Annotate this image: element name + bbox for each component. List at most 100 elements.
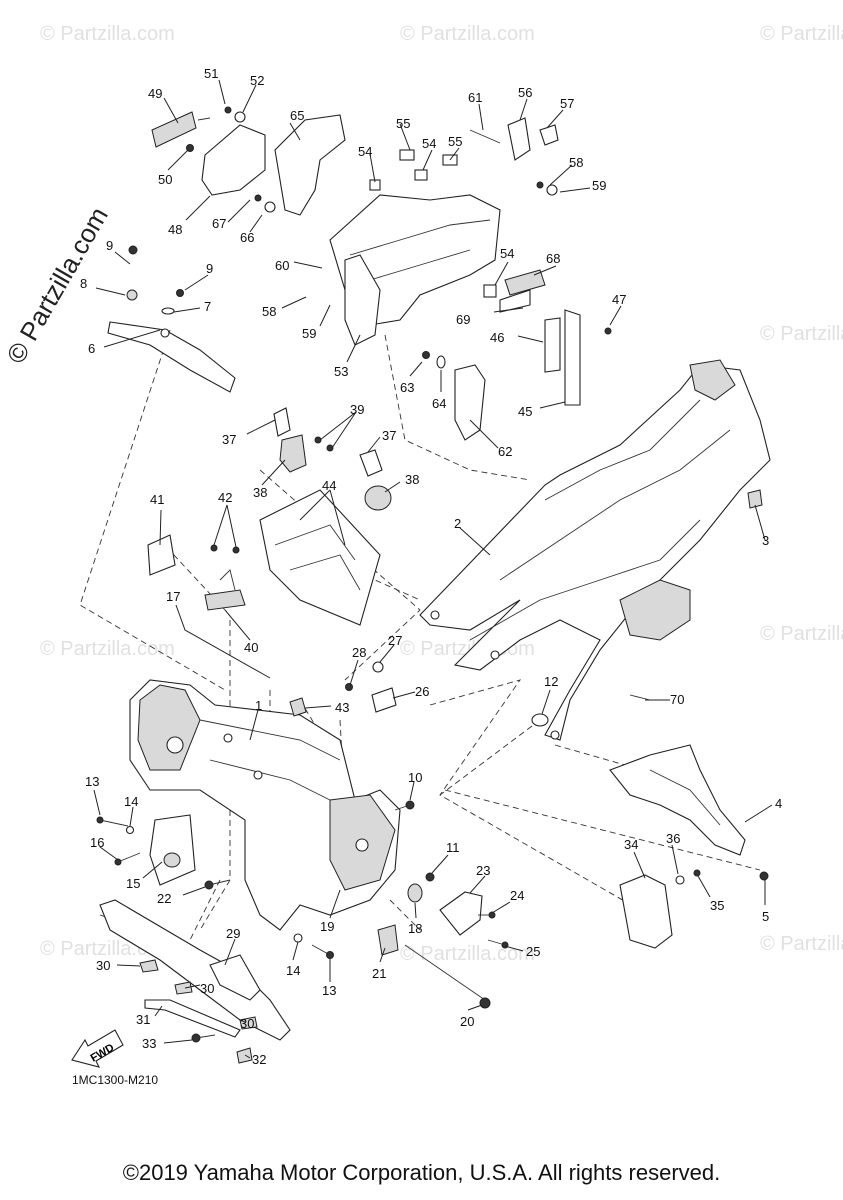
main-frame	[129, 679, 401, 931]
callout-47: 47	[612, 292, 626, 307]
callout-58: 58	[262, 304, 276, 319]
callout-13: 13	[322, 983, 336, 998]
callout-26: 26	[415, 684, 429, 699]
callout-64: 64	[432, 396, 446, 411]
callout-55: 55	[448, 134, 462, 149]
watermark: © Partzilla.com	[760, 23, 843, 45]
callout-42: 42	[218, 490, 232, 505]
callout-35: 35	[710, 898, 724, 913]
callout-15: 15	[126, 876, 140, 891]
callout-2: 2	[454, 516, 461, 531]
callout-59: 59	[592, 178, 606, 193]
callout-51: 51	[204, 66, 218, 81]
callout-27: 27	[388, 633, 402, 648]
callout-61: 61	[468, 90, 482, 105]
callout-33: 33	[142, 1036, 156, 1051]
callout-41: 41	[150, 492, 164, 507]
callout-8: 8	[80, 276, 87, 291]
mid-parts	[147, 407, 392, 626]
callout-13: 13	[85, 774, 99, 789]
callout-14: 14	[124, 794, 138, 809]
callout-30: 30	[96, 958, 110, 973]
callout-24: 24	[510, 888, 524, 903]
callout-38: 38	[253, 485, 267, 500]
callout-21: 21	[372, 966, 386, 981]
watermark: © Partzilla.com	[760, 933, 843, 955]
lower-fasteners	[96, 117, 509, 1009]
callout-58: 58	[569, 155, 583, 170]
watermark: © Partzilla.com	[40, 638, 175, 660]
callout-49: 49	[148, 86, 162, 101]
callout-43: 43	[335, 700, 349, 715]
callout-36: 36	[666, 831, 680, 846]
callout-67: 67	[212, 216, 226, 231]
left-arm-parts	[107, 245, 236, 393]
callout-32: 32	[252, 1052, 266, 1067]
watermark: © Partzilla.com	[40, 23, 175, 45]
callout-44: 44	[322, 478, 336, 493]
callout-54: 54	[500, 246, 514, 261]
diagram-code: 1MC1300-M210	[72, 1073, 159, 1087]
callout-39: 39	[350, 402, 364, 417]
right-upper-brackets	[422, 117, 612, 441]
callout-30: 30	[240, 1016, 254, 1031]
callout-57: 57	[560, 96, 574, 111]
callout-labels: 49 51 52 50 48 65 67 66 60 58 59 53 55 5…	[80, 66, 782, 1067]
callout-45: 45	[518, 404, 532, 419]
callout-48: 48	[168, 222, 182, 237]
callout-46: 46	[490, 330, 504, 345]
callout-9: 9	[206, 261, 213, 276]
callout-14: 14	[286, 963, 300, 978]
callout-59: 59	[302, 326, 316, 341]
callout-18: 18	[408, 921, 422, 936]
leader-lines	[93, 79, 773, 1059]
callout-50: 50	[158, 172, 172, 187]
callout-63: 63	[400, 380, 414, 395]
bottom-guard	[99, 899, 291, 1064]
callout-53: 53	[334, 364, 348, 379]
rear-frame	[419, 359, 771, 741]
callout-56: 56	[518, 85, 532, 100]
callout-40: 40	[244, 640, 258, 655]
callout-38: 38	[405, 472, 419, 487]
watermark: © Partzilla.com	[760, 323, 843, 345]
callout-10: 10	[408, 770, 422, 785]
callout-62: 62	[498, 444, 512, 459]
callout-12: 12	[544, 674, 558, 689]
callout-1: 1	[255, 698, 262, 713]
callout-55: 55	[396, 116, 410, 131]
callout-23: 23	[476, 863, 490, 878]
callout-54: 54	[358, 144, 372, 159]
callout-29: 29	[226, 926, 240, 941]
callout-37: 37	[222, 432, 236, 447]
callout-52: 52	[250, 73, 264, 88]
callout-60: 60	[275, 258, 289, 273]
callout-31: 31	[136, 1012, 150, 1027]
callout-4: 4	[775, 796, 782, 811]
watermark: © Partzilla.com	[400, 23, 535, 45]
callout-20: 20	[460, 1014, 474, 1029]
callout-17: 17	[166, 589, 180, 604]
copyright-notice: ©2019 Yamaha Motor Corporation, U.S.A. A…	[122, 1160, 721, 1185]
callout-30: 30	[200, 981, 214, 996]
callout-6: 6	[88, 341, 95, 356]
callout-28: 28	[352, 645, 366, 660]
right-lower-bracket	[609, 744, 769, 949]
small-brackets	[289, 489, 763, 727]
callout-5: 5	[762, 909, 769, 924]
callout-37: 37	[382, 428, 396, 443]
callout-69: 69	[456, 312, 470, 327]
callout-9: 9	[106, 238, 113, 253]
callout-16: 16	[90, 835, 104, 850]
callout-34: 34	[624, 837, 638, 852]
callout-22: 22	[157, 891, 171, 906]
callout-3: 3	[762, 533, 769, 548]
callout-25: 25	[526, 944, 540, 959]
callout-66: 66	[240, 230, 254, 245]
callout-70: 70	[670, 692, 684, 707]
callout-11: 11	[446, 840, 460, 855]
callout-7: 7	[204, 299, 211, 314]
fwd-arrow-icon: FWD	[71, 1029, 124, 1068]
callout-68: 68	[546, 251, 560, 266]
